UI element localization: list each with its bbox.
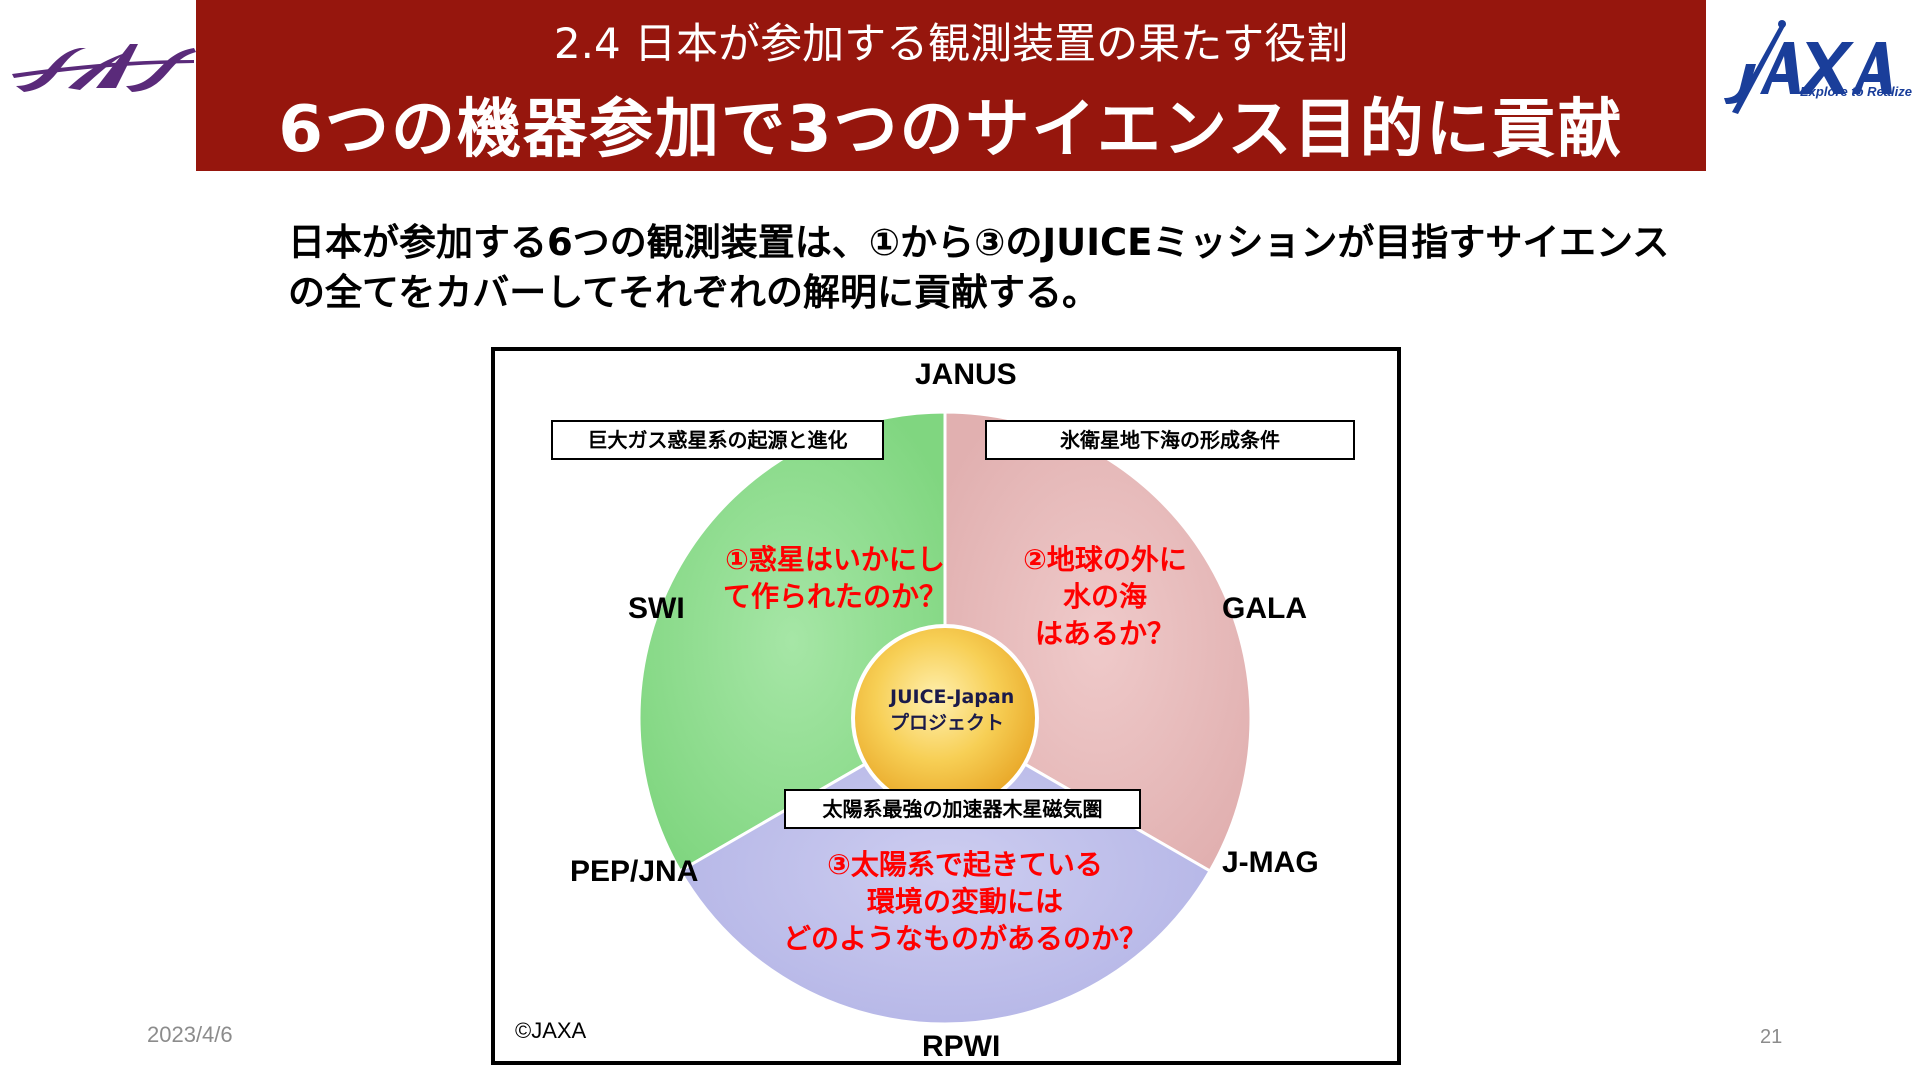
intro-text: 日本が参加する6つの観測装置は、①から③のJUICEミッションが目指すサイエンス… [288, 218, 1748, 318]
question-1-line-1: ①惑星はいかにし [725, 543, 945, 576]
instrument-pep-jna: PEP/JNA [570, 855, 699, 888]
question-2-line-1: ②地球の外に [1023, 543, 1187, 576]
slide-subtitle: 2.4 日本が参加する観測装置の果たす役割 [553, 19, 1349, 68]
page-number: 21 [1760, 1026, 1783, 1048]
science-pie-diagram [637, 410, 1253, 1026]
intro-line-2: の全てをカバーしてそれぞれの解明に貢献する。 [288, 271, 1100, 314]
question-3-line-2: 環境の変動には [866, 885, 1063, 918]
instrument-rpwi: RPWI [922, 1030, 1001, 1063]
diagram-frame [491, 347, 1401, 1065]
title-banner: 2.4 日本が参加する観測装置の果たす役割 6つの機器参加で3つのサイエンス目的… [196, 0, 1706, 171]
question-2-line-2: 水の海 [1062, 580, 1147, 613]
question-3: ③太陽系で起きている 環境の変動には どのようなものがあるのか？ [740, 846, 1190, 957]
jaxa-tagline: Explore to Realize [1800, 84, 1912, 99]
slide-title: 6つの機器参加で3つのサイエンス目的に貢献 [278, 93, 1624, 167]
isas-logo [12, 44, 196, 92]
sector-blue [677, 716, 1213, 1026]
question-1-line-2: て作られたのか？ [722, 580, 947, 613]
theme-box-red: 氷衛星地下海の形成条件 [985, 420, 1355, 460]
question-2: ②地球の外に 水の海 はあるか？ [980, 541, 1230, 652]
theme-box-green: 巨大ガス惑星系の起源と進化 [551, 420, 884, 460]
question-3-line-1: ③太陽系で起きている [827, 848, 1103, 881]
instrument-j-mag: J-MAG [1222, 846, 1319, 879]
question-1: ①惑星はいかにし て作られたのか？ [690, 541, 980, 615]
center-label: JUICE-Japan プロジェクト [890, 684, 1050, 736]
theme-box-blue: 太陽系最強の加速器木星磁気圏 [784, 789, 1141, 829]
footer-date: 2023/4/6 [147, 1022, 233, 1047]
instrument-gala: GALA [1222, 592, 1307, 625]
center-label-line-1: JUICE-Japan [890, 686, 1015, 708]
copyright: ©JAXA [515, 1018, 587, 1043]
jaxa-logo [1724, 20, 1892, 114]
instrument-swi: SWI [628, 592, 685, 625]
intro-line-1: 日本が参加する6つの観測装置は、①から③のJUICEミッションが目指すサイエンス [288, 221, 1670, 264]
question-3-line-3: どのようなものがあるのか？ [782, 922, 1147, 955]
question-2-line-3: はあるか？ [1034, 617, 1175, 650]
instrument-janus: JANUS [915, 358, 1017, 391]
center-label-line-2: プロジェクト [890, 712, 1005, 734]
